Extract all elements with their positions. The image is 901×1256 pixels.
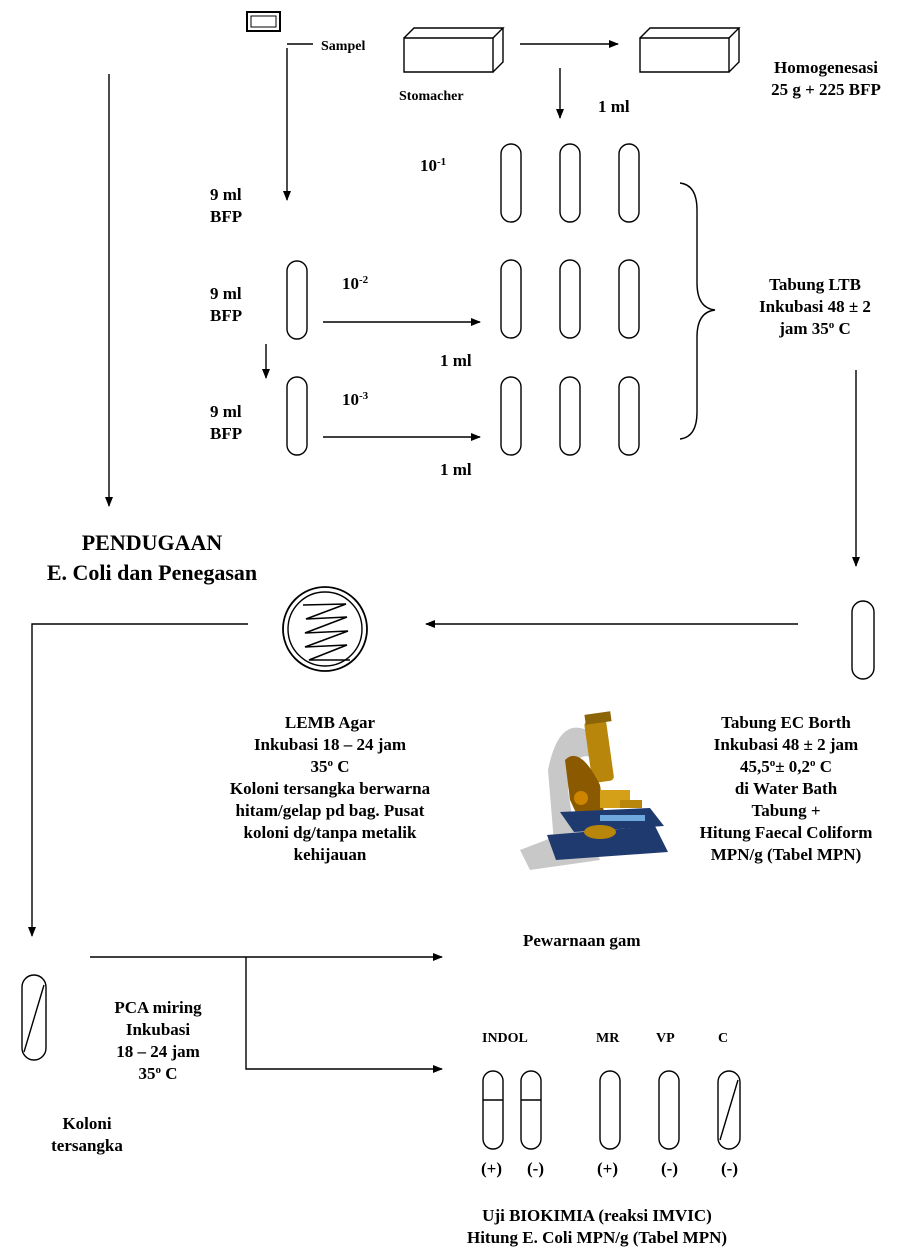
label-bfp-c: 9 ml BFP: [210, 402, 243, 443]
label-pca-miring: PCA miring Inkubasi 18 – 24 jam 35o C: [114, 998, 202, 1083]
label-stomacher: Stomacher: [399, 89, 464, 104]
label-dilution-2: 10-2: [342, 274, 369, 293]
label-pewarnaan: Pewarnaan gam: [523, 931, 641, 950]
ec-tube: [851, 600, 875, 680]
label-1ml-mid: 1 ml: [440, 351, 472, 370]
arrow-lemb-to-koloni: [28, 623, 248, 937]
result-indol-2: (-): [527, 1159, 544, 1178]
microscope-icon: [520, 711, 668, 870]
label-lemb-agar: LEMB Agar Inkubasi 18 – 24 jam 35o C Kol…: [229, 713, 431, 864]
label-koloni-tersangka: Koloni tersangka: [51, 1114, 123, 1155]
label-bfp-a: 9 ml BFP: [210, 185, 243, 226]
arrow-to-biokimia: [245, 957, 443, 1073]
label-tabung-ec: Tabung EC Borth Inkubasi 48 ± 2 jam 45,5…: [699, 713, 873, 864]
bfp-tube-2: [286, 260, 308, 340]
bfp-tube-3: [286, 376, 308, 456]
label-uji-biokimia: Uji BIOKIMIA (reaksi IMVIC) Hitung E. Co…: [466, 1206, 728, 1247]
stomacher-box: [403, 27, 505, 73]
label-dilution-3: 10-3: [342, 390, 369, 409]
label-1ml-low: 1 ml: [440, 460, 472, 479]
label-sampel: Sampel: [321, 39, 366, 54]
label-c: C: [718, 1031, 729, 1046]
label-homogenesasi: Homogenesasi 25 g + 225 BFP: [771, 58, 881, 99]
result-indol-1: (+): [481, 1159, 503, 1178]
result-c: (-): [721, 1159, 738, 1178]
ltb-brace: [679, 182, 716, 440]
label-bfp-b: 9 ml BFP: [210, 284, 243, 325]
label-tabung-ltb: Tabung LTB Inkubasi 48 ± 2 jam 35o C: [759, 275, 871, 338]
label-dilution-1: 10-1: [420, 156, 447, 175]
label-pendugaan: PENDUGAAN E. Coli dan Penegasan: [46, 530, 258, 585]
sample-bag: [246, 11, 281, 32]
label-mr: MR: [596, 1031, 620, 1046]
lemb-agar-plate: [282, 586, 368, 672]
imvic-tubes: [482, 1070, 741, 1150]
label-1ml-top: 1 ml: [598, 97, 630, 116]
label-indol: INDOL: [482, 1031, 528, 1046]
homogenizer-box: [639, 27, 741, 73]
result-mr: (+): [597, 1159, 619, 1178]
label-vp: VP: [656, 1031, 675, 1046]
result-vp: (-): [661, 1159, 678, 1178]
ltb-tubes: [500, 143, 640, 456]
pca-slant-tube: [21, 974, 47, 1061]
